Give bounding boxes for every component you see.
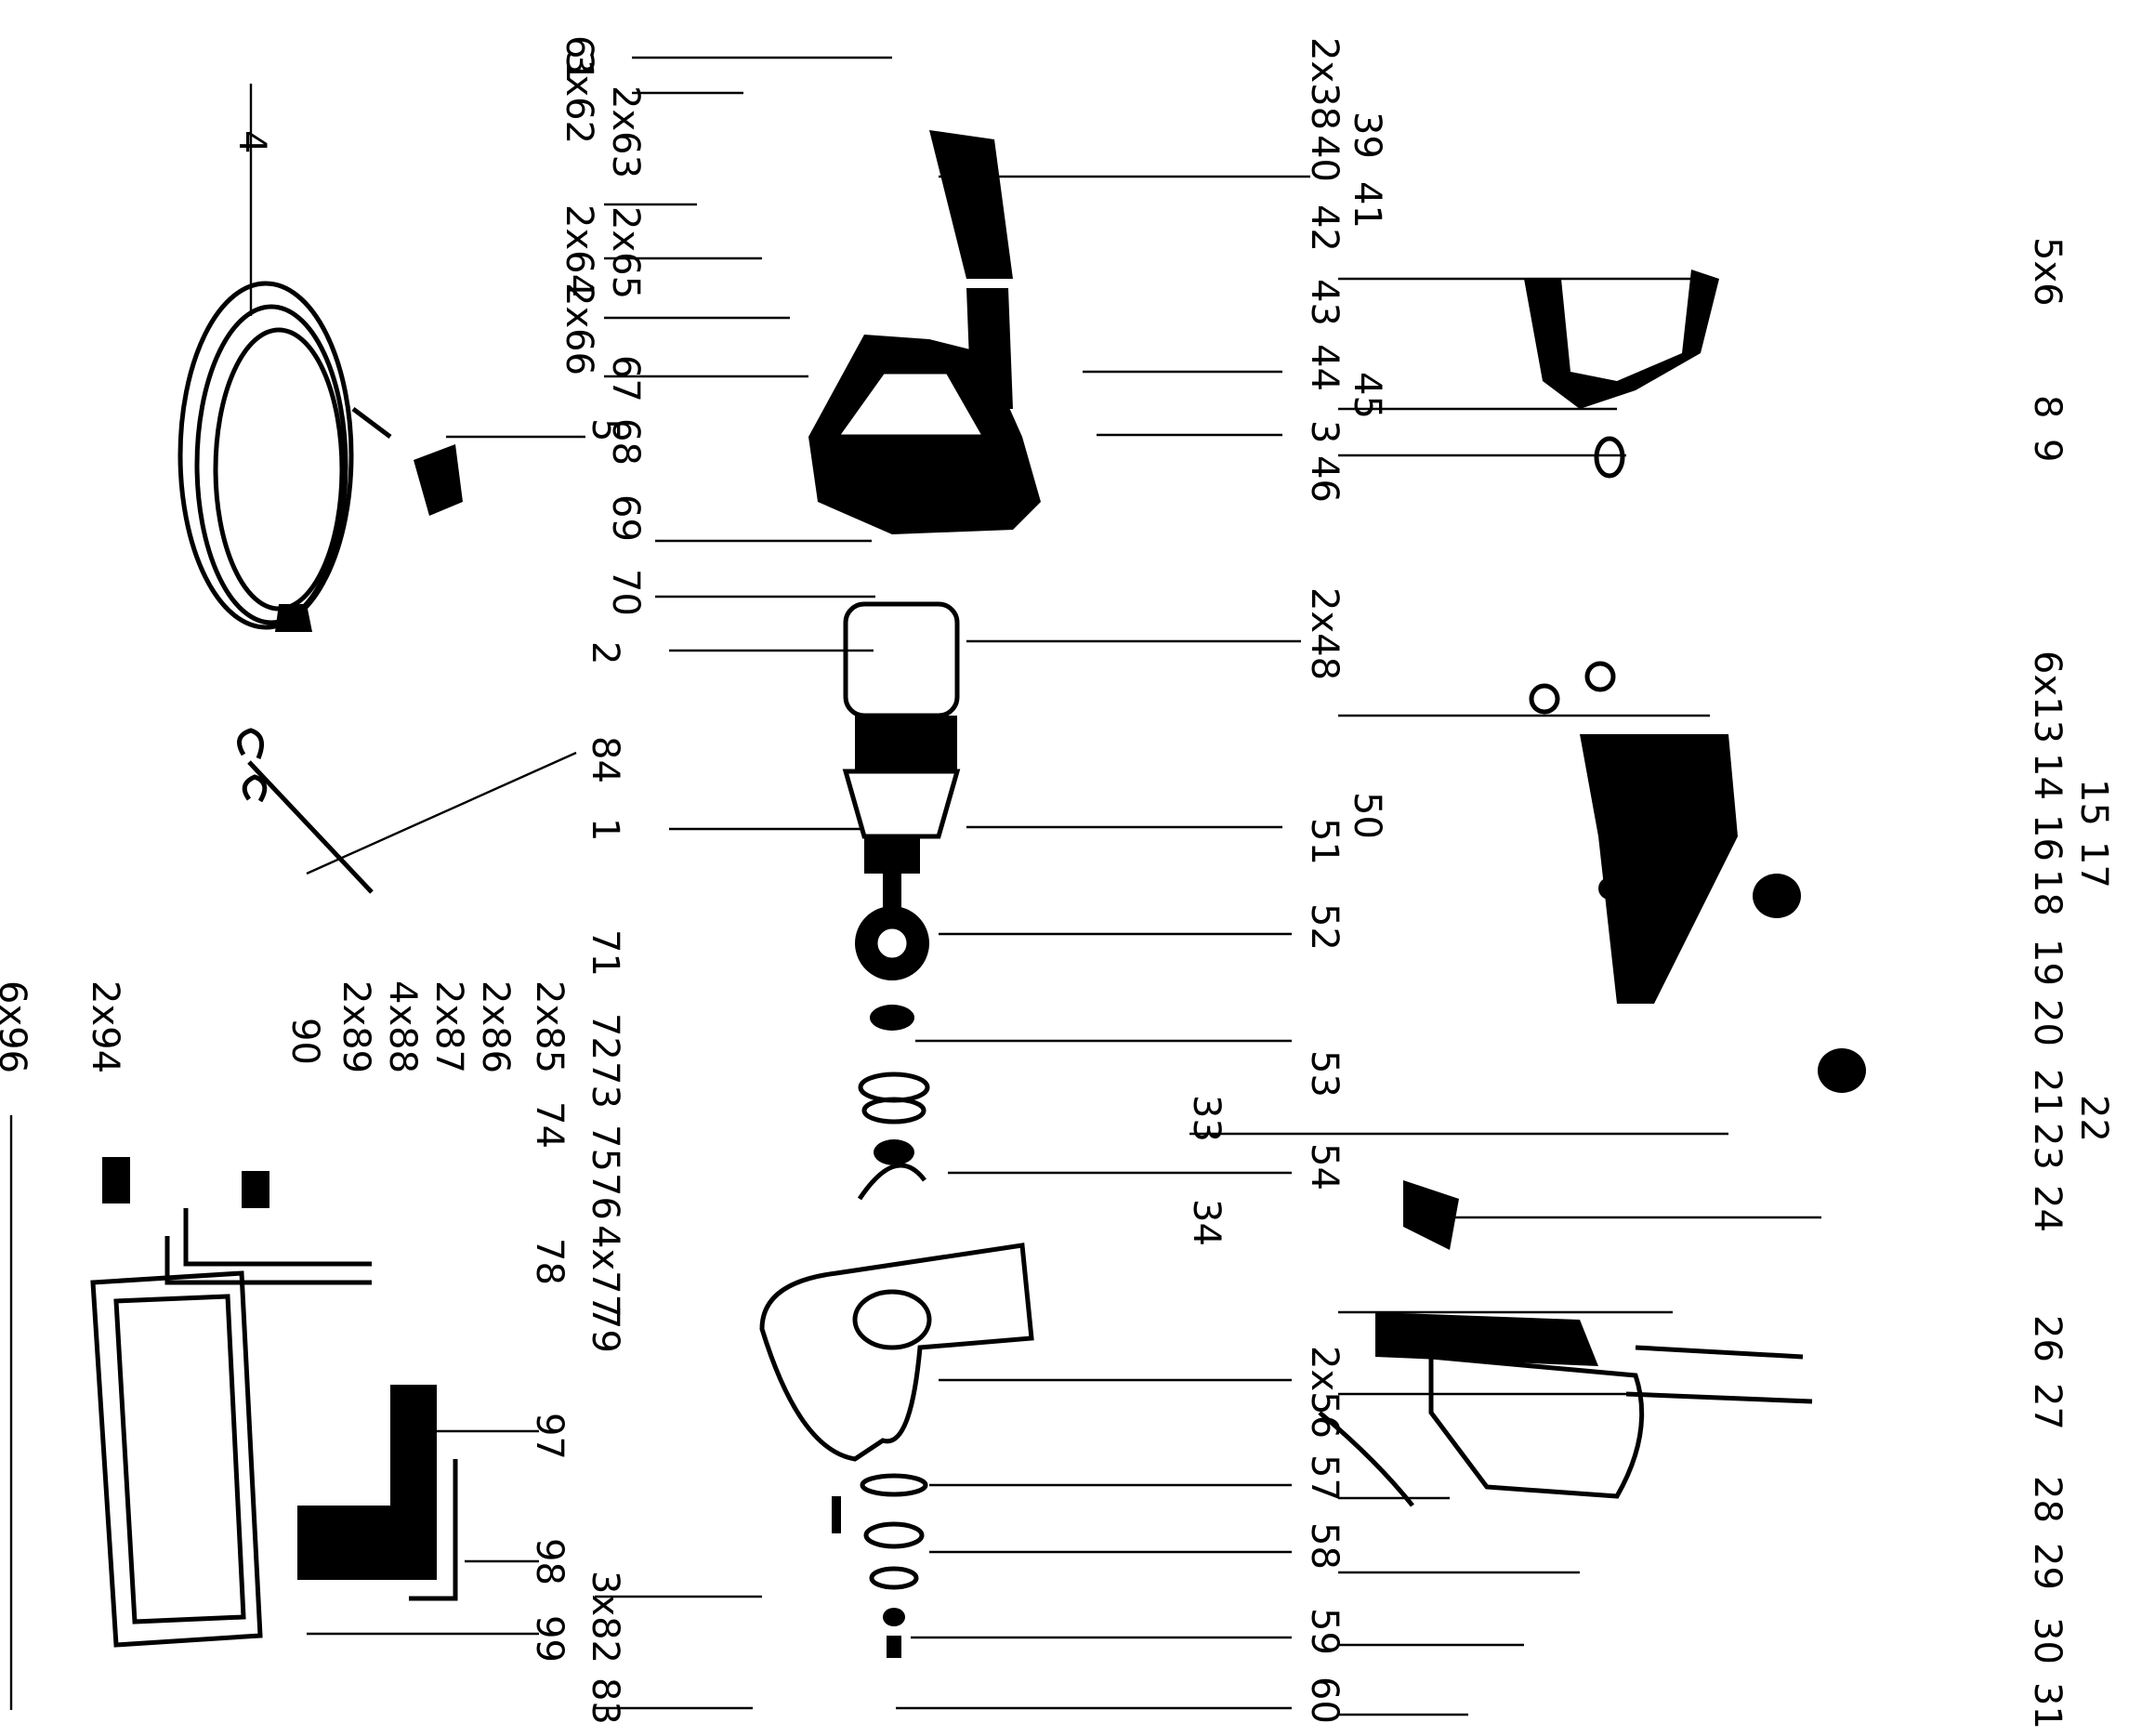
label-4: 4 <box>230 130 273 153</box>
label-2x64: 2x64 <box>558 204 600 297</box>
label-34: 34 <box>1185 1199 1228 1246</box>
label-43: 43 <box>1303 279 1346 326</box>
label-2x63: 2x63 <box>604 85 647 178</box>
plug-drawing <box>414 444 463 516</box>
rear-handle-drawing <box>1524 270 1719 479</box>
label-51: 51 <box>1303 818 1346 865</box>
flange-washers-drawing <box>832 1473 928 1658</box>
label-5x6: 5x6 <box>2026 237 2069 307</box>
label-28: 28 <box>2026 1476 2069 1523</box>
label-3x82: 3x82 <box>584 1571 626 1664</box>
label-75: 75 <box>584 1124 626 1172</box>
motor-assembly-drawing <box>842 601 961 920</box>
label-27: 27 <box>2026 1383 2069 1430</box>
label-9: 9 <box>2026 439 2069 462</box>
label-53: 53 <box>1303 1050 1346 1098</box>
label-2x89: 2x89 <box>335 980 377 1073</box>
label-4x77: 4x77 <box>584 1225 626 1318</box>
label-29: 29 <box>2026 1543 2069 1590</box>
label-39: 39 <box>1346 112 1388 159</box>
label-3x62: 3x62 <box>558 51 600 144</box>
part-labels: 4 5 2 84 1 61 2x63 3x62 2x64 2x65 2x66 6… <box>0 35 2115 1729</box>
lower-guard-drawing <box>1318 1312 1813 1507</box>
label-2: 2 <box>584 641 626 664</box>
label-33: 33 <box>1185 1095 1228 1142</box>
guide-parts-drawing <box>102 1157 372 1285</box>
label-5: 5 <box>584 418 626 441</box>
fence-and-hex-key-drawing <box>297 1385 458 1601</box>
label-2x38: 2x38 <box>1303 37 1346 130</box>
label-45: 45 <box>1346 372 1388 419</box>
label-76: 76 <box>584 1173 626 1220</box>
blade-guard-drawing <box>759 1243 1034 1462</box>
label-20: 20 <box>2026 999 2069 1046</box>
label-2x56: 2x56 <box>1303 1346 1346 1439</box>
label-72: 72 <box>584 1013 626 1060</box>
label-26: 26 <box>2026 1315 2069 1362</box>
label-18: 18 <box>2026 869 2069 916</box>
base-plate-drawing <box>90 1270 263 1648</box>
label-19: 19 <box>2026 939 2069 986</box>
label-8: 8 <box>2026 395 2069 418</box>
label-71: 71 <box>584 929 626 977</box>
label-22: 22 <box>2072 1095 2115 1142</box>
label-68: 68 <box>604 418 647 466</box>
label-4x88: 4x88 <box>381 980 424 1073</box>
label-46: 46 <box>1303 455 1346 503</box>
label-2x87: 2x87 <box>427 980 470 1073</box>
label-54: 54 <box>1303 1143 1346 1190</box>
label-23: 23 <box>2026 1123 2069 1170</box>
wrench-drawing <box>237 728 374 894</box>
label-69: 69 <box>604 494 647 542</box>
label-2x65: 2x65 <box>604 206 647 299</box>
label-59: 59 <box>1303 1608 1346 1655</box>
label-30: 30 <box>2026 1617 2069 1664</box>
handle-housing-drawing <box>808 130 1041 534</box>
label-40: 40 <box>1303 135 1346 182</box>
label-70: 70 <box>604 569 647 616</box>
label-16: 16 <box>2026 814 2069 861</box>
label-24: 24 <box>2026 1185 2069 1232</box>
label-57: 57 <box>1303 1454 1346 1502</box>
label-6x96: 6x96 <box>0 980 33 1073</box>
label-2x94: 2x94 <box>84 980 126 1073</box>
label-2x66: 2x66 <box>558 283 600 375</box>
label-14: 14 <box>2026 753 2069 800</box>
label-31: 31 <box>2026 1682 2069 1729</box>
label-74: 74 <box>528 1101 571 1149</box>
label-2x86: 2x86 <box>474 980 517 1073</box>
label-67: 67 <box>604 355 647 402</box>
label-50: 50 <box>1346 792 1388 839</box>
label-17: 17 <box>2072 841 2115 888</box>
label-58: 58 <box>1303 1522 1346 1570</box>
label-78: 78 <box>528 1238 571 1285</box>
power-cord-drawing <box>177 281 392 632</box>
switch-bracket-drawing <box>1529 661 1866 1093</box>
label-90: 90 <box>283 1018 326 1065</box>
label-21: 21 <box>2026 1069 2069 1116</box>
gear-stack-drawing <box>855 906 930 1201</box>
label-60: 60 <box>1303 1677 1346 1724</box>
label-41: 41 <box>1346 181 1388 229</box>
label-99: 99 <box>528 1615 571 1663</box>
label-98: 98 <box>528 1538 571 1585</box>
label-6x13: 6x13 <box>2026 651 2069 743</box>
label-79: 79 <box>584 1306 626 1353</box>
knob-drawing <box>1403 1180 1459 1250</box>
label-83: 83 <box>584 1677 626 1725</box>
label-15: 15 <box>2072 779 2115 826</box>
label-3: 3 <box>1303 420 1346 443</box>
label-42: 42 <box>1303 204 1346 252</box>
label-84: 84 <box>584 736 626 783</box>
label-52: 52 <box>1303 903 1346 951</box>
label-61: 61 <box>558 35 600 83</box>
label-44: 44 <box>1303 344 1346 391</box>
label-2x48: 2x48 <box>1303 587 1346 680</box>
label-97: 97 <box>528 1413 571 1460</box>
label-73: 73 <box>584 1061 626 1109</box>
label-2x85: 2x85 <box>528 980 571 1073</box>
leader-lines <box>9 56 1821 1716</box>
label-1: 1 <box>584 818 626 841</box>
